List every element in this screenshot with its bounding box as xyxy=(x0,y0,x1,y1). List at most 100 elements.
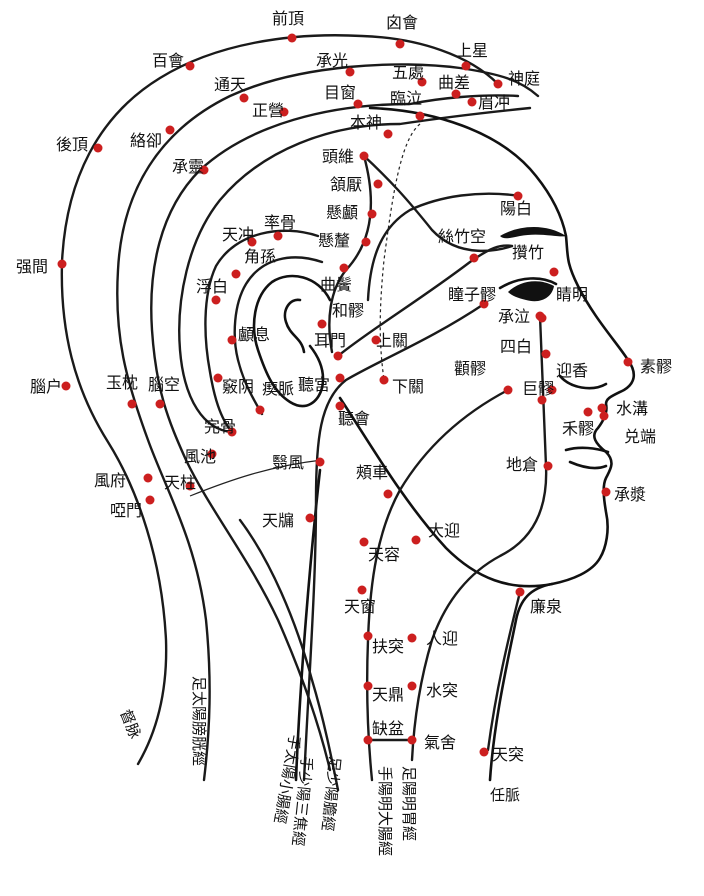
eyebrow-shape xyxy=(500,227,566,239)
acupoint-dot-yangbai xyxy=(513,191,523,201)
label-jingming: 睛明 xyxy=(556,285,588,304)
label-yamen: 啞門 xyxy=(110,501,142,520)
label-duiduan: 兑端 xyxy=(624,427,656,446)
lower-lip-line xyxy=(568,460,608,470)
acupoint-dot-chengjiang xyxy=(601,487,611,497)
acupoint-dot-yingxiang xyxy=(547,385,557,395)
label-wangu: 完骨 xyxy=(204,417,236,436)
label-heliao: 和髎 xyxy=(332,301,364,320)
acupoint-dot-yamen xyxy=(145,495,155,505)
label-sibai: 四白 xyxy=(500,337,532,356)
acupoint-dot-chengling xyxy=(199,165,209,175)
label-tianrong: 天容 xyxy=(368,545,400,564)
label-luxi: 顱息 xyxy=(238,325,270,344)
label-tinggong: 聽宫 xyxy=(298,375,330,394)
acupoint-dot-linqi xyxy=(415,111,425,121)
label-daying: 大迎 xyxy=(428,521,460,540)
bladder-meridian-line xyxy=(116,63,540,782)
acupoint-dot-houding xyxy=(93,143,103,153)
label-quepen: 缺盆 xyxy=(372,719,404,738)
label-heliao2: 禾髎 xyxy=(562,419,594,438)
acupoint-dot-luoque xyxy=(165,125,175,135)
label-tongtian: 通天 xyxy=(214,75,246,94)
label-large-intestine-meridian: 手陽明大腸經 xyxy=(376,766,394,856)
label-bladder-meridian: 足太陽膀胱經 xyxy=(190,676,208,766)
acupoint-dot-shangguan xyxy=(371,335,381,345)
acupoint-dot-fengfu xyxy=(143,473,153,483)
acupoint-dot-shuitu xyxy=(407,681,417,691)
acupoint-dot-muchuang xyxy=(353,99,363,109)
eye-line xyxy=(366,192,522,302)
label-shuitu: 水突 xyxy=(426,681,458,700)
acupoint-dot-xinhui xyxy=(395,39,405,49)
label-fubai: 浮白 xyxy=(196,277,228,296)
label-yangbai: 陽白 xyxy=(500,199,532,218)
acupoint-dot-naohu xyxy=(61,381,71,391)
acupoint-dot-quanliao xyxy=(503,385,513,395)
label-xinhui: 囟會 xyxy=(386,13,418,32)
label-gallbladder-meridian: 足少陽膽經 xyxy=(318,756,344,832)
acupoint-dot-tongtian xyxy=(239,93,249,103)
acupoint-dot-baihui xyxy=(185,61,195,71)
acupoint-dot-heliao xyxy=(333,351,343,361)
acupoint-dot-qucha xyxy=(451,89,461,99)
label-tinghui: 聽會 xyxy=(338,409,370,428)
label-fengchi: 風池 xyxy=(184,447,216,466)
label-tongziliao: 瞳子髎 xyxy=(448,285,496,304)
acupoint-markers xyxy=(57,33,633,757)
ren-meridian-line xyxy=(486,590,522,752)
acupoint-dot-yifeng xyxy=(315,457,325,467)
inner-head-arc-line xyxy=(178,106,532,434)
acupoint-dot-suliao xyxy=(623,357,633,367)
ear-outline xyxy=(252,274,332,408)
label-futu: 扶突 xyxy=(372,637,404,656)
large-intestine-meridian-line xyxy=(366,388,510,782)
label-naohu: 腦户 xyxy=(30,377,62,396)
acupoint-dot-tinghui xyxy=(335,401,345,411)
label-suliao: 素髎 xyxy=(640,357,672,376)
label-meichong: 眉冲 xyxy=(478,93,510,112)
acupoint-dot-futu xyxy=(363,631,373,641)
label-touwei: 頭維 xyxy=(322,147,354,166)
label-quanliao: 顴髎 xyxy=(454,359,486,378)
label-qianding: 前頂 xyxy=(272,9,304,28)
acupoint-dot-chimai xyxy=(255,405,265,415)
label-shenting: 神庭 xyxy=(508,69,540,88)
label-chimai: 瘈脈 xyxy=(262,379,294,398)
acupoint-dot-dicang xyxy=(543,461,553,471)
label-stomach-meridian: 足陽明胃經 xyxy=(400,766,418,841)
label-tianchuang: 天窗 xyxy=(344,597,376,616)
label-baihui: 百會 xyxy=(152,51,184,70)
label-jiache: 頰車 xyxy=(356,463,388,482)
acupoint-dot-tianrong xyxy=(359,537,369,547)
label-sizhukong: 絲竹空 xyxy=(438,227,486,246)
acupoint-dot-fubai xyxy=(211,295,221,305)
acupoint-dot-chengguang xyxy=(345,67,355,77)
label-cuanzhu: 攢竹 xyxy=(512,243,544,262)
acupoint-dot-wangu xyxy=(227,427,237,437)
acupoint-dot-ermen xyxy=(317,319,327,329)
acupoint-dot-zhengying xyxy=(279,107,289,117)
acupoint-dot-qiangjian xyxy=(57,259,67,269)
acupoint-dot-sibai xyxy=(541,349,551,359)
acupoint-dot-shenting xyxy=(493,79,503,89)
label-houding: 後頂 xyxy=(56,135,88,154)
label-luoque: 絡卻 xyxy=(130,131,162,150)
acupoint-dot-qubin xyxy=(339,263,349,273)
label-tianzhu: 天柱 xyxy=(164,473,196,492)
acupoint-dot-daying xyxy=(411,535,421,545)
stomach-meridian-line xyxy=(410,314,548,762)
acupoint-dot-lianquan xyxy=(515,587,525,597)
label-muchuang: 目窗 xyxy=(324,83,356,102)
acupoint-dot-quepen xyxy=(363,735,373,745)
acupoint-dot-chengqi xyxy=(537,313,547,323)
label-chengqi: 承泣 xyxy=(498,307,530,326)
acupoint-dot-yuzhen xyxy=(127,399,137,409)
acupoint-dot-shangxing xyxy=(461,61,471,71)
label-tianding: 天鼎 xyxy=(372,685,404,704)
acupoint-dot-qianding xyxy=(287,33,297,43)
acupoint-dot-benshen xyxy=(383,129,393,139)
acupoint-labels: 前頂 囟會 上星 神庭 百會 承光 五處 曲差 眉冲 通天 目窗 臨泣 絡卻 正… xyxy=(16,9,672,764)
label-qishe: 氣舍 xyxy=(424,733,456,752)
eye-lid-line xyxy=(498,277,558,290)
